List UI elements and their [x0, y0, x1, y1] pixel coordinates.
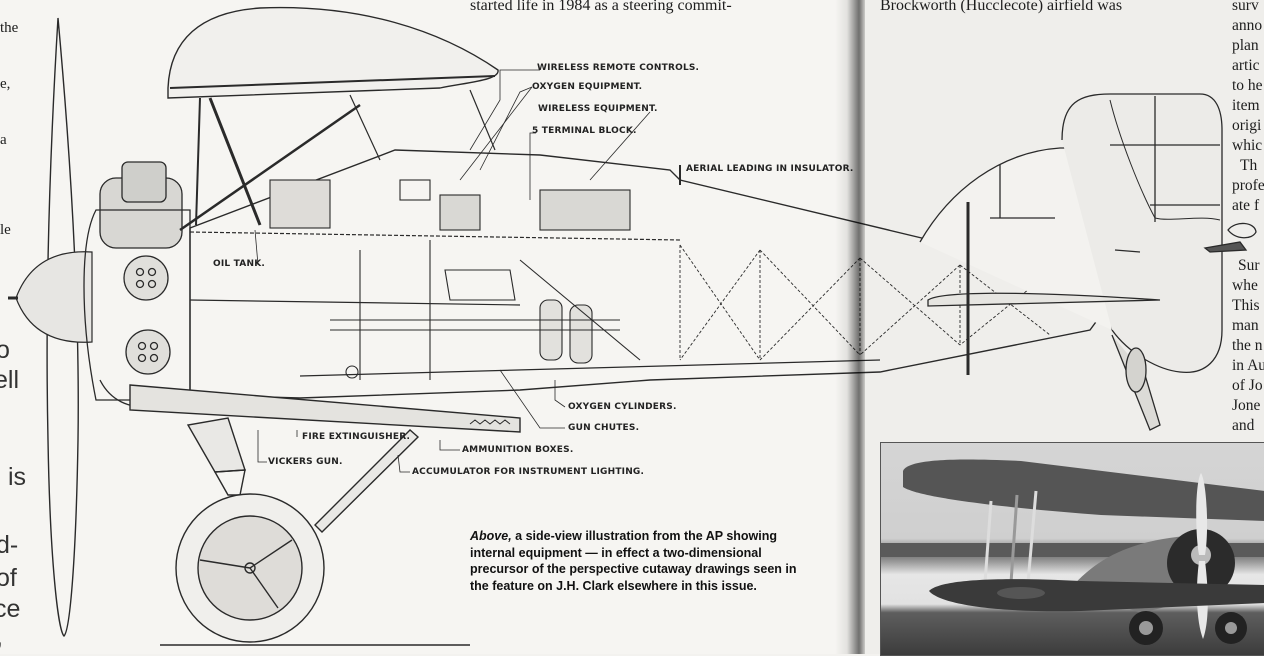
body-text-line: origi — [1232, 117, 1262, 134]
body-text-line: surv — [1232, 0, 1259, 14]
vickers-gun — [129, 384, 521, 433]
callout-aerial: AERIAL LEADING IN INSULATOR. — [686, 164, 854, 174]
body-text-line: of Jo — [1232, 377, 1263, 394]
body-text-line: to he — [1232, 77, 1263, 94]
callout-gun-chutes: GUN CHUTES. — [568, 423, 640, 433]
left-pullquote-fragment: of — [0, 564, 17, 592]
callout-ammunition-boxes: AMMUNITION BOXES. — [462, 445, 574, 455]
callout-terminal-block: 5 TERMINAL BLOCK. — [532, 126, 637, 136]
callout-leaders — [254, 69, 651, 473]
tail-assembly — [919, 93, 1257, 431]
rudder — [1061, 93, 1223, 373]
callout-vickers-gun: VICKERS GUN. — [268, 457, 343, 467]
body-text-line: Sur — [1238, 257, 1260, 274]
left-pullquote-fragment: ell — [0, 366, 20, 394]
body-text-line: anno — [1232, 17, 1263, 34]
left-pullquote-fragment: d- — [0, 531, 19, 559]
callout-oil-tank: OIL TANK. — [213, 259, 265, 269]
tailplane — [927, 292, 1161, 307]
body-text-line: Th — [1240, 157, 1258, 174]
body-text-line: whic — [1232, 137, 1263, 154]
left-text-fragment: le — [0, 222, 11, 238]
biplane-photograph — [880, 442, 1264, 656]
body-text-line: started life in 1984 as a steering commi… — [470, 0, 732, 14]
left-pullquote-fragment: is — [8, 463, 27, 491]
body-text-line: plan — [1232, 37, 1259, 54]
photo-lower-wing — [929, 579, 1264, 612]
callout-accumulator: ACCUMULATOR FOR INSTRUMENT LIGHTING. — [412, 467, 645, 477]
tail-fin — [919, 147, 1113, 331]
body-text-line: and — [1232, 417, 1255, 434]
body-text-line: man — [1232, 317, 1259, 334]
radial-engine — [83, 161, 191, 407]
left-pullquote-fragment: , — [0, 622, 3, 652]
propeller-spinner — [15, 251, 93, 343]
page-gutter — [835, 0, 865, 654]
callout-wireless-remote-controls: WIRELESS REMOTE CONTROLS. — [537, 63, 700, 73]
callout-oxygen-equipment: OXYGEN EQUIPMENT. — [532, 82, 643, 92]
undercarriage — [175, 417, 420, 643]
body-text-line: in Au — [1232, 357, 1264, 374]
body-text-line: whe — [1232, 277, 1258, 294]
body-text-line: the n — [1232, 337, 1263, 354]
left-text-fragment: e, — [0, 76, 11, 92]
callout-wireless-equipment: WIRELESS EQUIPMENT. — [538, 104, 658, 114]
left-pullquote-fragment: ce — [0, 595, 21, 623]
photo-content — [881, 459, 1264, 645]
photo-upper-wing — [903, 459, 1264, 521]
body-text-line: Brockworth (Hucclecote) airfield was — [880, 0, 1123, 14]
left-pullquote-fragment: o — [0, 336, 10, 364]
body-text-line: ate f — [1232, 197, 1260, 214]
body-text-line: Jone — [1232, 397, 1261, 414]
callout-fire-extinguisher: FIRE EXTINGUISHER. — [302, 432, 411, 442]
left-text-fragment: a — [0, 132, 7, 148]
body-text-line: This — [1232, 297, 1260, 314]
body-text-line: profe — [1232, 177, 1264, 194]
caption-lead: Above, — [470, 529, 512, 543]
body-text-line: artic — [1232, 57, 1260, 74]
body-text-line: item — [1232, 97, 1260, 114]
figure-caption: Above, a side-view illustration from the… — [470, 528, 800, 594]
interior-equipment — [269, 179, 641, 380]
caption-text: a side-view illustration from the AP sho… — [470, 529, 797, 593]
upper-wing — [167, 6, 499, 99]
callout-oxygen-cylinders: OXYGEN CYLINDERS. — [568, 402, 677, 412]
left-text-fragment: the — [0, 20, 19, 36]
left-pullquote-fragment: , — [0, 393, 1, 423]
